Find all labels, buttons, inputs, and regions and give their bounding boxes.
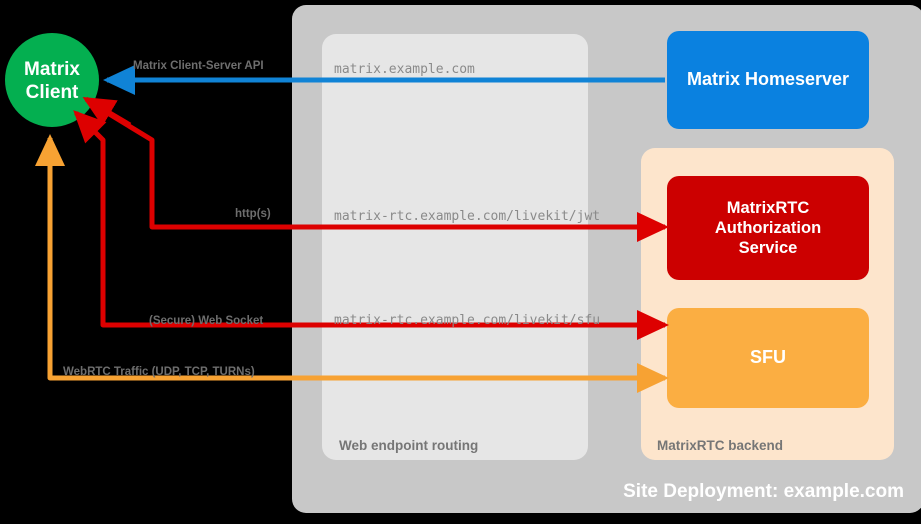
node-matrix-homeserver[interactable] bbox=[667, 31, 869, 129]
edge-label-webrtc-traffic: WebRTC Traffic (UDP, TCP, TURNs) bbox=[63, 366, 255, 378]
zone-web-endpoint-routing bbox=[322, 34, 588, 460]
node-matrixrtc-authorization-service[interactable] bbox=[667, 176, 869, 280]
zone-matrixrtc-backend-caption: MatrixRTC backend bbox=[657, 438, 784, 453]
edge-secure-web-socket-arrowhead-left bbox=[73, 110, 107, 144]
endpoint-label-livekit-sfu: matrix-rtc.example.com/livekit/sfu bbox=[334, 313, 601, 328]
matrix-client-label-line2: Client bbox=[25, 82, 79, 103]
endpoint-label-livekit-jwt: matrix-rtc.example.com/livekit/jwt bbox=[334, 209, 601, 224]
edge-label-secure-web-socket: (Secure) Web Socket bbox=[149, 315, 264, 327]
node-sfu[interactable] bbox=[667, 308, 869, 408]
edge-label-matrix-client-server-api: Matrix Client-Server API bbox=[133, 60, 264, 72]
node-matrix-client-label: Matrix Client bbox=[5, 55, 99, 107]
matrix-client-label-line1: Matrix bbox=[24, 58, 80, 80]
edge-label-https: http(s) bbox=[235, 208, 271, 220]
endpoint-label-matrix-example-com: matrix.example.com bbox=[334, 62, 475, 77]
edge-https-jwt-arrowhead-left bbox=[82, 96, 132, 128]
zone-site-deployment-caption: Site Deployment: example.com bbox=[623, 481, 904, 502]
edge-webrtc-traffic bbox=[47, 140, 663, 381]
zone-web-endpoint-routing-caption: Web endpoint routing bbox=[339, 438, 479, 453]
node-matrix-client[interactable] bbox=[5, 33, 99, 127]
